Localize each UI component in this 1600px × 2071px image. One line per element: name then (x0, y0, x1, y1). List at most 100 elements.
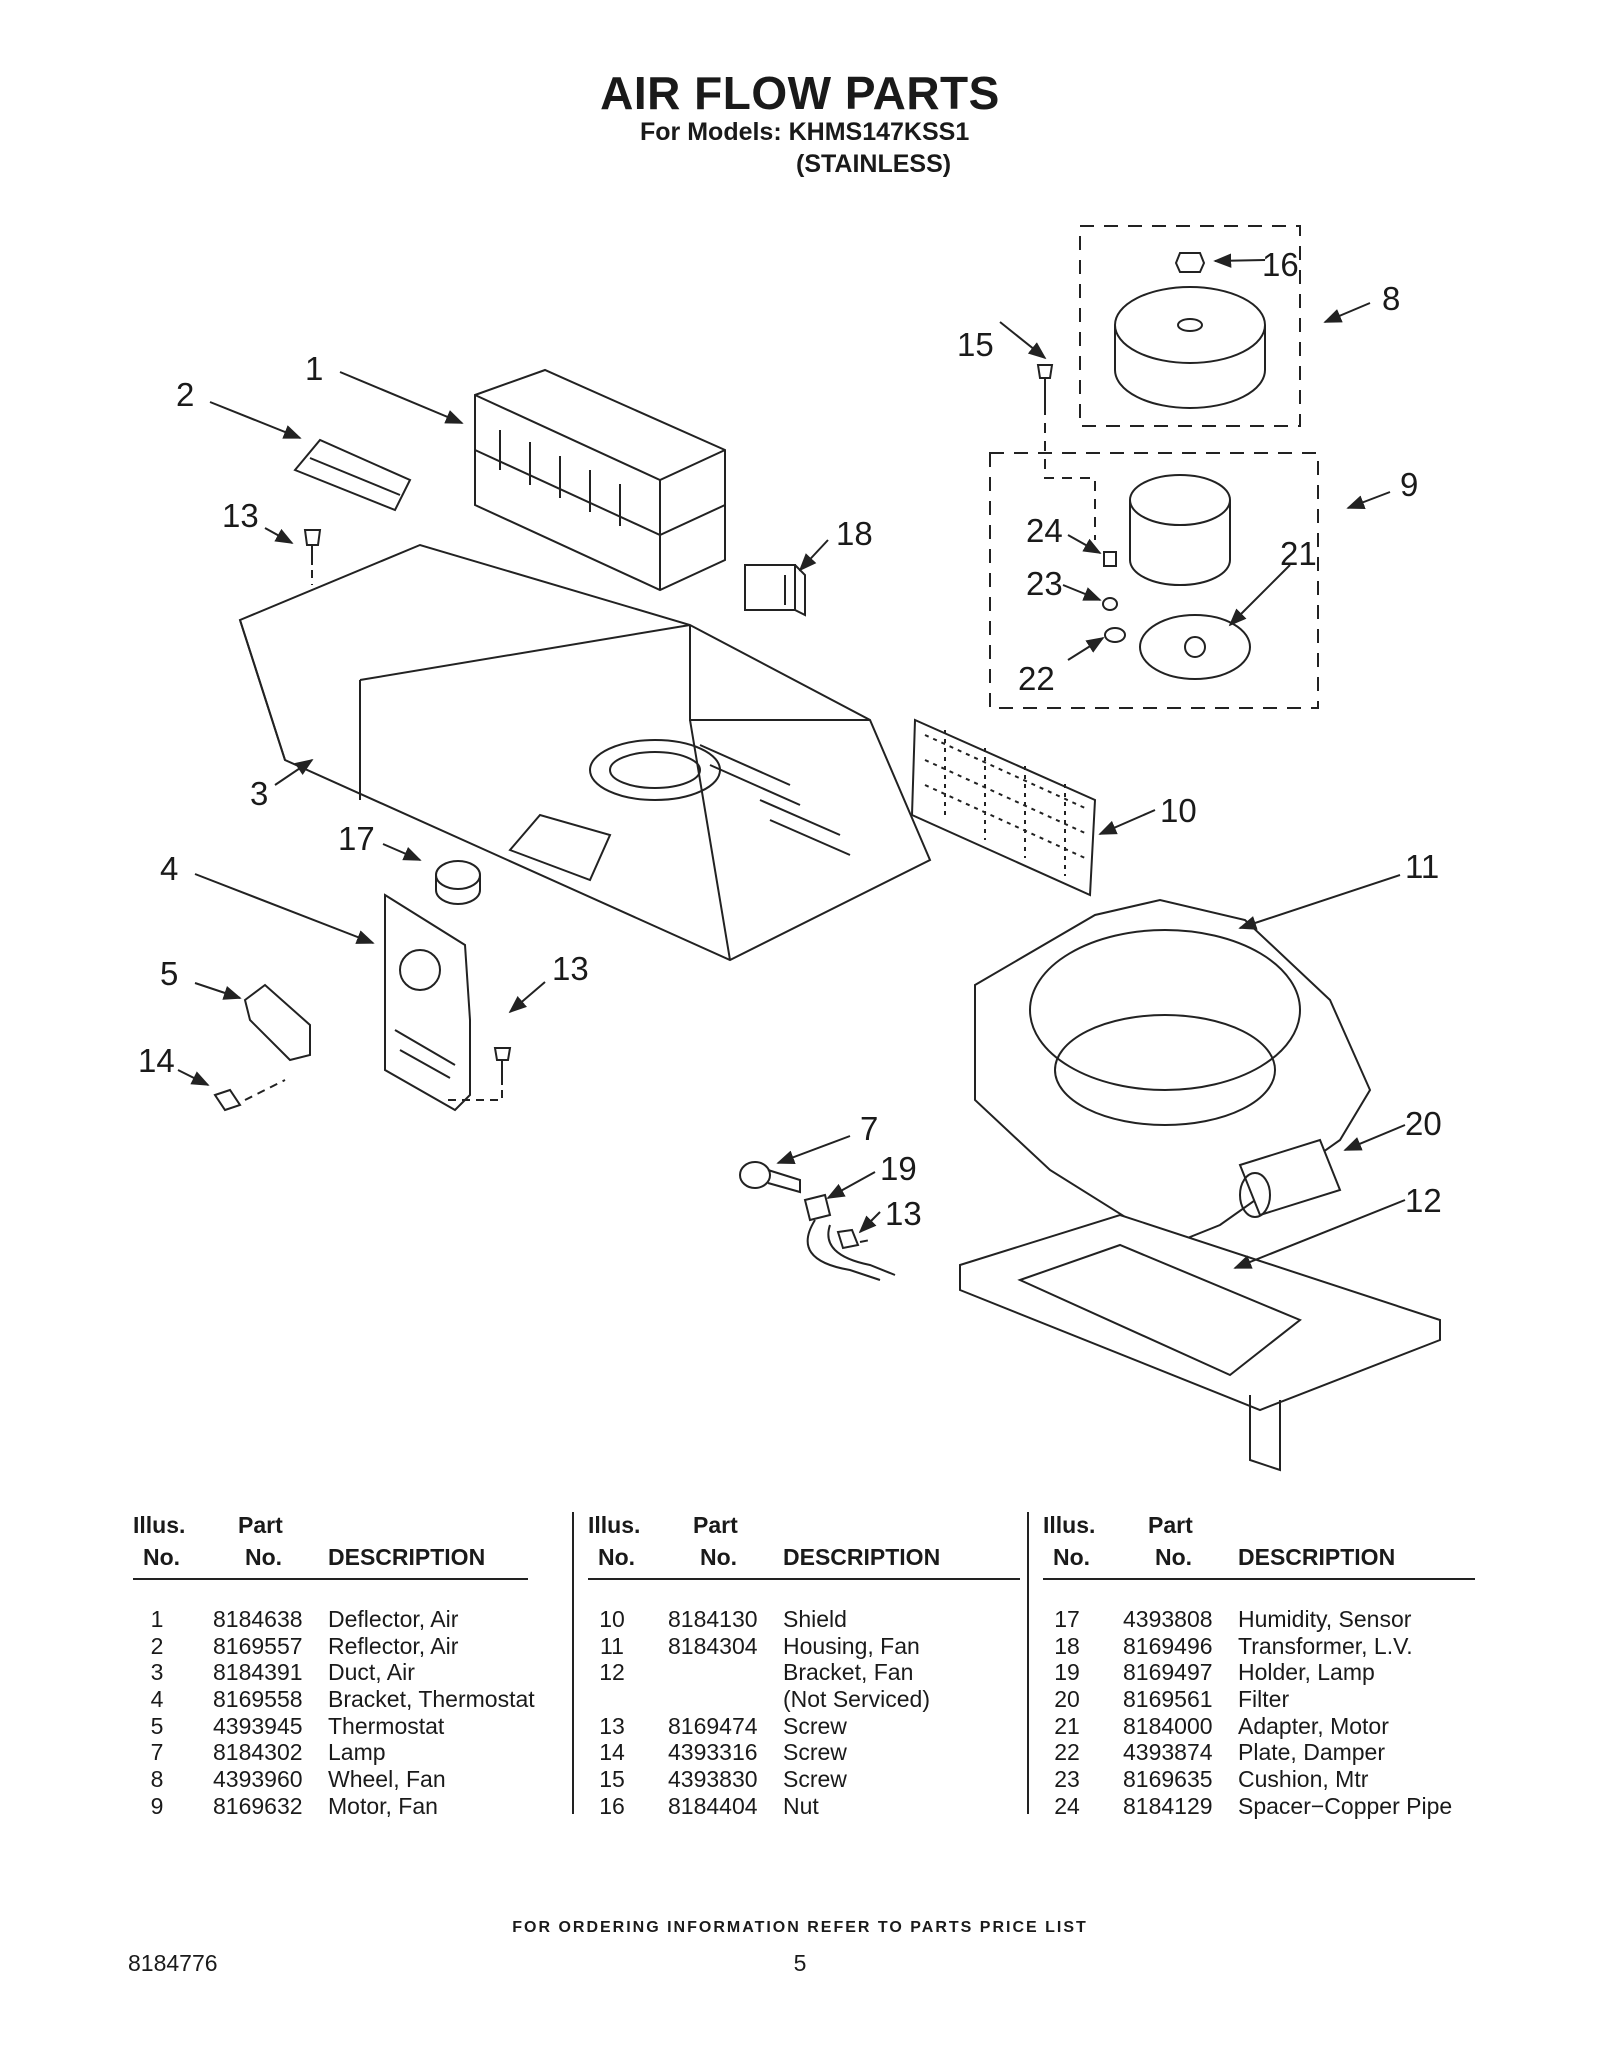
callout-label: 18 (836, 515, 873, 552)
callout-label: 3 (250, 775, 268, 812)
adapter-motor-part (1139, 614, 1251, 680)
parts-table-header: Illus. No. Part No. DESCRIPTION (133, 1512, 528, 1580)
part-no-cell: 4393874 (1123, 1739, 1213, 1766)
callout-label: 15 (957, 326, 994, 363)
illus-header-2: No. (598, 1544, 636, 1570)
duct-air-part (238, 543, 932, 962)
part-no-cell: 8184638 (213, 1606, 303, 1632)
part-no-cell: 8169561 (1123, 1686, 1213, 1713)
illus-no-cell: 14 (599, 1739, 625, 1766)
bracket-thermostat-part (384, 893, 471, 1112)
part-header: Part (238, 1512, 283, 1538)
callout-label: 22 (1018, 660, 1055, 697)
callout-label: 11 (1405, 848, 1439, 885)
part-no-cell: 8184302 (213, 1739, 303, 1766)
callout-label: 13 (552, 950, 589, 987)
screw-leader-dashed (1044, 405, 1096, 540)
illus-no-cell: 7 (150, 1739, 164, 1766)
callout-label: 20 (1405, 1105, 1442, 1142)
plate-damper-part (1104, 627, 1126, 643)
part-header: Part (693, 1512, 738, 1538)
callout-label: 19 (880, 1150, 917, 1187)
callout-label: 12 (1405, 1182, 1442, 1219)
callout-label: 5 (160, 955, 178, 992)
table-row: (Not Serviced) (588, 1686, 1020, 1713)
callout-label: 4 (160, 850, 178, 887)
illus-no-cell: 24 (1054, 1792, 1080, 1819)
screw-part (303, 529, 322, 565)
callout-label: 1 (305, 350, 323, 387)
parts-table-1: Illus. No. Part No. DESCRIPTION 1 8184638… (133, 1512, 535, 1820)
callout-label: 8 (1382, 280, 1400, 317)
description-cell: Screw (783, 1739, 847, 1766)
spacer-copper-pipe-part (1103, 551, 1117, 567)
part-no-cell: 8169496 (1123, 1632, 1213, 1659)
part-header-2: No. (245, 1544, 283, 1570)
callout-label: 14 (138, 1042, 175, 1079)
part-header-2: No. (700, 1544, 738, 1570)
description-cell: Motor, Fan (328, 1792, 438, 1819)
shield-part (910, 718, 1097, 897)
callout-label: 23 (1026, 565, 1063, 602)
illus-no-cell: 15 (599, 1766, 625, 1793)
reflector-air-part (293, 438, 412, 512)
illus-header: Illus. (133, 1512, 186, 1538)
screw-leader (244, 570, 871, 1243)
description-cell: Spacer−Copper Pipe (1238, 1792, 1453, 1819)
illus-no-cell: 9 (150, 1792, 164, 1819)
callout-label: 21 (1280, 535, 1317, 572)
description-cell: (Not Serviced) (783, 1686, 930, 1713)
illus-no-cell: 10 (599, 1606, 625, 1632)
illus-no-cell: 8 (150, 1766, 164, 1793)
parts-table-header: Illus. No. Part No. DESCRIPTION (1043, 1512, 1475, 1580)
part-no-cell: 4393830 (668, 1766, 758, 1793)
illus-no-cell: 11 (600, 1632, 624, 1659)
illus-no-cell: 1 (150, 1606, 164, 1632)
deflector-air-part (474, 368, 726, 592)
part-no-cell: 4393945 (213, 1712, 303, 1739)
nut-part (1174, 252, 1206, 273)
part-header-2: No. (1155, 1544, 1193, 1570)
callout-label: 10 (1160, 792, 1197, 829)
lamp-holder-part (803, 1193, 896, 1281)
description-cell: Thermostat (328, 1712, 445, 1739)
part-no-cell: 8169558 (213, 1686, 303, 1713)
callout-label: 24 (1026, 512, 1063, 549)
cushion-mtr-part (1102, 597, 1118, 611)
page-number: 5 (793, 1950, 807, 1976)
bracket-fan-part (959, 1213, 1441, 1472)
description-cell: Transformer, L.V. (1238, 1632, 1413, 1659)
description-header: DESCRIPTION (783, 1544, 941, 1570)
description-cell: Reflector, Air (328, 1632, 459, 1659)
illus-no-cell: 3 (150, 1659, 164, 1686)
callout-labels: 1 2 3 4 5 7 8 9 10 11 12 13 13 13 14 15 … (138, 246, 1442, 1232)
filter-part (1238, 1138, 1342, 1218)
fan-wheel-group-box (1079, 225, 1301, 427)
description-cell: Cushion, Mtr (1238, 1766, 1369, 1793)
illus-no-cell: 4 (150, 1686, 164, 1713)
illus-no-cell: 5 (150, 1712, 164, 1739)
part-no-cell: 8184304 (668, 1632, 758, 1659)
illus-no-cell: 23 (1054, 1766, 1080, 1793)
description-cell: Plate, Damper (1238, 1739, 1386, 1766)
callout-label: 13 (885, 1195, 922, 1232)
description-cell: Wheel, Fan (328, 1766, 446, 1793)
illus-no-cell: 20 (1054, 1686, 1080, 1713)
screw-part (1036, 364, 1054, 405)
description-cell: Screw (783, 1766, 847, 1793)
illus-no-cell: 18 (1054, 1632, 1080, 1659)
description-cell: Filter (1238, 1686, 1290, 1713)
part-no-cell: 8184391 (213, 1659, 303, 1686)
